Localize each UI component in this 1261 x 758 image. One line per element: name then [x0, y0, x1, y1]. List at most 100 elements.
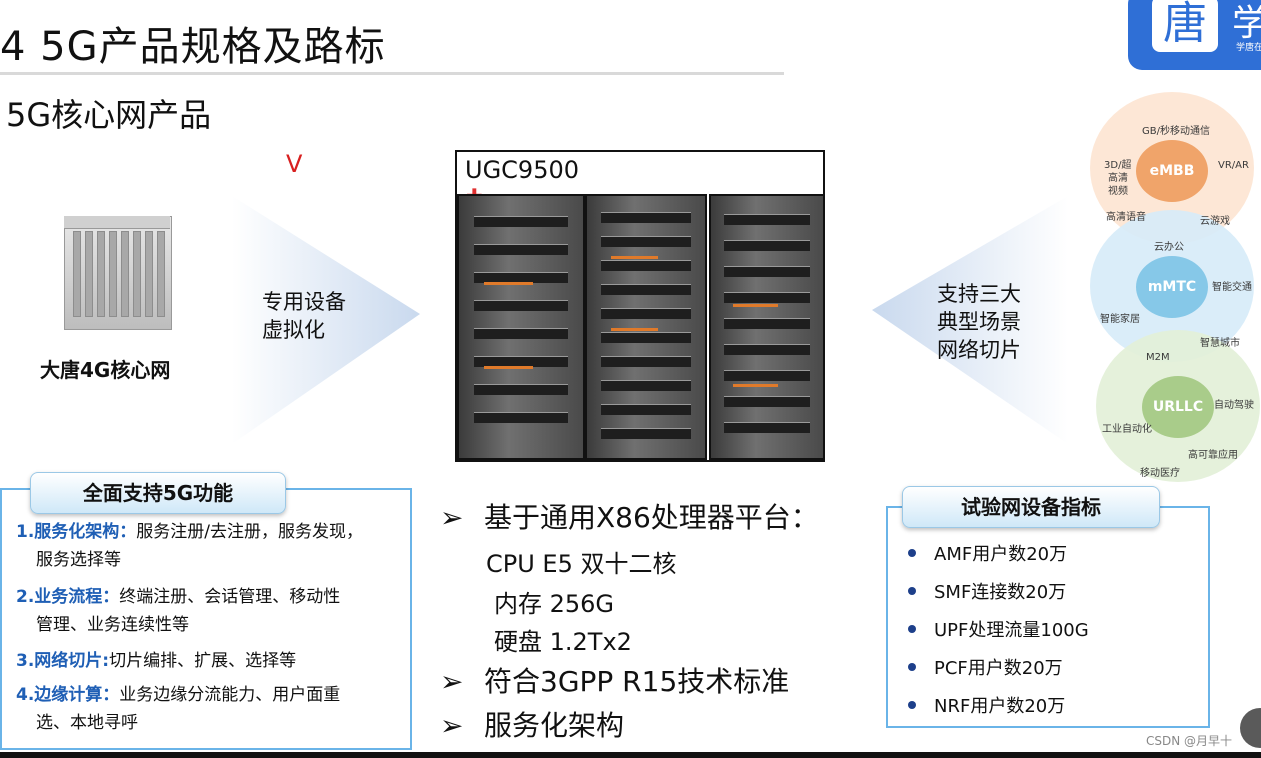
chevron-right-icon: ➢	[440, 665, 464, 698]
feature-separator: ：	[119, 522, 137, 542]
bullet-dot-icon	[908, 549, 916, 557]
slicing-line3: 网络切片	[937, 338, 1021, 362]
mmtc-label: 智能家居	[1100, 314, 1140, 325]
page-title: 4 5G产品规格及路标	[0, 24, 386, 70]
feature-text-cont: 服务选择等	[36, 550, 121, 570]
features-heading: 全面支持5G功能	[30, 472, 286, 514]
spec-disk: 硬盘 1.2Tx2	[494, 628, 632, 656]
chevron-right-icon: ➢	[440, 709, 464, 742]
slicing-line2: 典型场景	[937, 310, 1021, 334]
metric-text: AMF用户数20万	[934, 544, 1068, 565]
embb-label: VR/AR	[1218, 160, 1249, 171]
chassis-top	[64, 216, 170, 229]
chassis-slot	[85, 231, 93, 317]
spec-bullet: ➢ 基于通用X86处理器平台：	[440, 496, 819, 536]
slicing-arrow	[872, 196, 1068, 444]
virtualization-line2: 虚拟化	[262, 318, 325, 342]
feature-text: 切片编排、扩展、选择等	[109, 651, 297, 671]
feature-number: 4.	[16, 685, 35, 705]
embb-label: 云游戏	[1200, 216, 1230, 227]
feature-item: 1.服务化架构：服务注册/去注册，服务发现， 服务选择等	[16, 518, 400, 574]
metric-text: SMF连接数20万	[934, 582, 1067, 603]
urllc-label: 自动驾驶	[1214, 400, 1254, 411]
spec-memory: 内存 256G	[494, 590, 615, 618]
mmtc-label: 云办公	[1154, 242, 1184, 253]
feature-title: 服务化架构	[34, 522, 120, 542]
chassis-slot	[133, 231, 141, 317]
feature-number: 3.	[16, 651, 35, 671]
ugc9500-label: UGC9500	[465, 156, 579, 184]
spec-bullet: ➢ 服务化架构	[440, 704, 624, 744]
metric-item: AMF用户数20万	[908, 540, 1067, 566]
mmtc-label: M2M	[1146, 352, 1170, 363]
device-label-4g: 大唐4G核心网	[40, 358, 171, 382]
chevron-right-icon: ➢	[440, 501, 464, 534]
urllc-label: 工业自动化	[1102, 424, 1152, 435]
csdn-watermark: CSDN @月早十	[1146, 734, 1233, 748]
spec-bullet-text: 基于通用X86处理器平台：	[484, 501, 819, 534]
feature-text-cont: 选、本地寻呼	[36, 713, 138, 733]
server-rack-image	[457, 194, 585, 460]
embb-label: 高清	[1108, 173, 1128, 184]
metric-item: SMF连接数20万	[908, 578, 1066, 604]
virtualization-text: 专用设备 虚拟化	[262, 288, 346, 344]
server-rack-image	[585, 194, 707, 460]
chassis-slot	[145, 231, 153, 317]
metric-text: PCF用户数20万	[934, 658, 1063, 679]
chassis-slot	[73, 231, 81, 317]
mmtc-label: 智慧城市	[1200, 338, 1240, 349]
urllc-core: URLLC	[1142, 376, 1214, 438]
section-subtitle: 5G核心网产品	[6, 96, 212, 134]
feature-text: 终端注册、会话管理、移动性	[119, 587, 341, 607]
chassis-slot	[157, 231, 165, 317]
slicing-line1: 支持三大	[937, 282, 1021, 306]
feature-separator: :	[102, 651, 110, 671]
chassis-slot	[109, 231, 117, 317]
spec-cpu: CPU E5 双十二核	[486, 550, 677, 578]
check-mark: V	[286, 150, 303, 178]
feature-item: 4.边缘计算：业务边缘分流能力、用户面重 选、本地寻呼	[16, 681, 400, 737]
virtualization-arrow	[232, 196, 420, 444]
metrics-heading: 试验网设备指标	[902, 486, 1160, 528]
metrics-panel	[886, 506, 1210, 728]
embb-label: GB/秒移动通信	[1142, 126, 1210, 137]
server-rack-image	[709, 194, 825, 460]
metric-item: UPF处理流量100G	[908, 616, 1089, 642]
embb-core: eMBB	[1136, 140, 1208, 202]
chassis-slot	[97, 231, 105, 317]
bullet-dot-icon	[908, 587, 916, 595]
bullet-dot-icon	[908, 625, 916, 633]
core-network-chassis-image	[64, 216, 172, 330]
features-panel	[0, 488, 412, 750]
mmtc-label: 智能交通	[1212, 282, 1252, 293]
bottom-bar	[0, 752, 1261, 758]
feature-title: 业务流程	[34, 587, 103, 607]
feature-item: 3.网络切片:切片编排、扩展、选择等	[16, 647, 400, 675]
embb-label: 3D/超	[1104, 160, 1132, 171]
feature-number: 2.	[16, 587, 35, 607]
embb-label: 高清语音	[1106, 212, 1146, 223]
embb-label: 视频	[1108, 186, 1128, 197]
feature-item: 2.业务流程：终端注册、会话管理、移动性 管理、业务连续性等	[16, 583, 400, 639]
spec-bullet-text: 符合3GPP R15技术标准	[484, 665, 790, 698]
title-divider	[0, 72, 784, 75]
spec-bullet-text: 服务化架构	[484, 709, 625, 742]
metric-text: UPF处理流量100G	[934, 620, 1089, 641]
metric-text: NRF用户数20万	[934, 696, 1066, 717]
metric-item: PCF用户数20万	[908, 654, 1063, 680]
virtualization-line1: 专用设备	[262, 290, 346, 314]
bullet-dot-icon	[908, 663, 916, 671]
feature-title: 网络切片	[34, 651, 103, 671]
feature-separator: ：	[102, 587, 120, 607]
brand-logo-char: 学	[1232, 3, 1261, 44]
feature-number: 1.	[16, 522, 35, 542]
brand-logo-subtext: 学唐在线	[1236, 43, 1261, 53]
feature-text: 业务边缘分流能力、用户面重	[119, 685, 341, 705]
urllc-label: 移动医疗	[1140, 468, 1180, 479]
feature-title: 边缘计算	[34, 685, 103, 705]
spec-bullet: ➢ 符合3GPP R15技术标准	[440, 660, 789, 700]
urllc-label: 高可靠应用	[1188, 450, 1238, 461]
mmtc-core: mMTC	[1136, 256, 1208, 318]
feature-separator: ：	[102, 685, 120, 705]
bullet-dot-icon	[908, 701, 916, 709]
